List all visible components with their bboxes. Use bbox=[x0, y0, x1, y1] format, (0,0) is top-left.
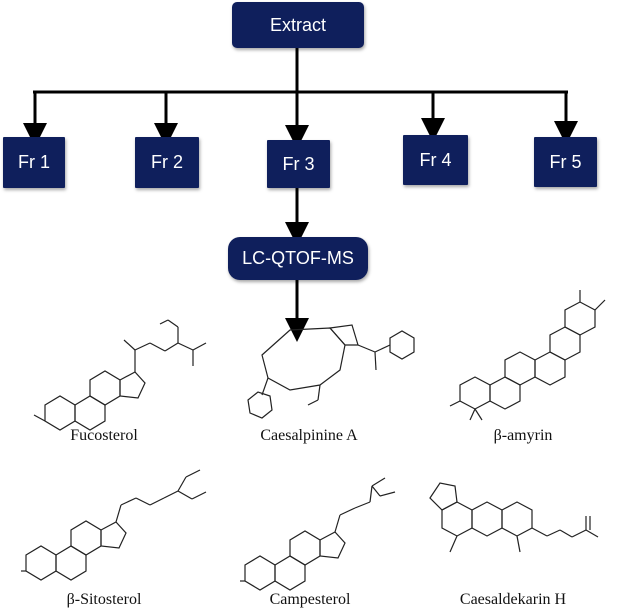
compound-label-beta-sitosterol: β-Sitosterol bbox=[66, 591, 142, 608]
fraction-box-3: Fr 3 bbox=[267, 140, 330, 188]
fucosterol-structure bbox=[33, 319, 207, 431]
extract-box: Extract bbox=[232, 2, 364, 48]
fraction-box-2: Fr 2 bbox=[135, 137, 199, 188]
beta-amyrin-structure bbox=[449, 290, 606, 421]
lc-qtof-ms-box: LC-QTOF-MS bbox=[228, 237, 368, 280]
compound-label-caesaldekarin-h: Caesaldekarin H bbox=[459, 591, 567, 608]
fraction-box-5: Fr 5 bbox=[534, 137, 597, 187]
compound-label-beta-amyrin: β-amyrin bbox=[493, 427, 553, 444]
caesalpinine-a-structure bbox=[247, 324, 415, 419]
compound-label-fucosterol: Fucosterol bbox=[70, 427, 138, 444]
caesaldekarin-h-structure bbox=[429, 482, 599, 553]
campesterol-structure bbox=[240, 477, 396, 591]
compound-label-campesterol: Campesterol bbox=[269, 591, 351, 608]
compound-label-caesalpinine-a: Caesalpinine A bbox=[260, 427, 358, 444]
fraction-box-4: Fr 4 bbox=[403, 135, 468, 185]
fraction-box-1: Fr 1 bbox=[3, 137, 65, 188]
beta-sitosterol-structure bbox=[21, 469, 207, 581]
